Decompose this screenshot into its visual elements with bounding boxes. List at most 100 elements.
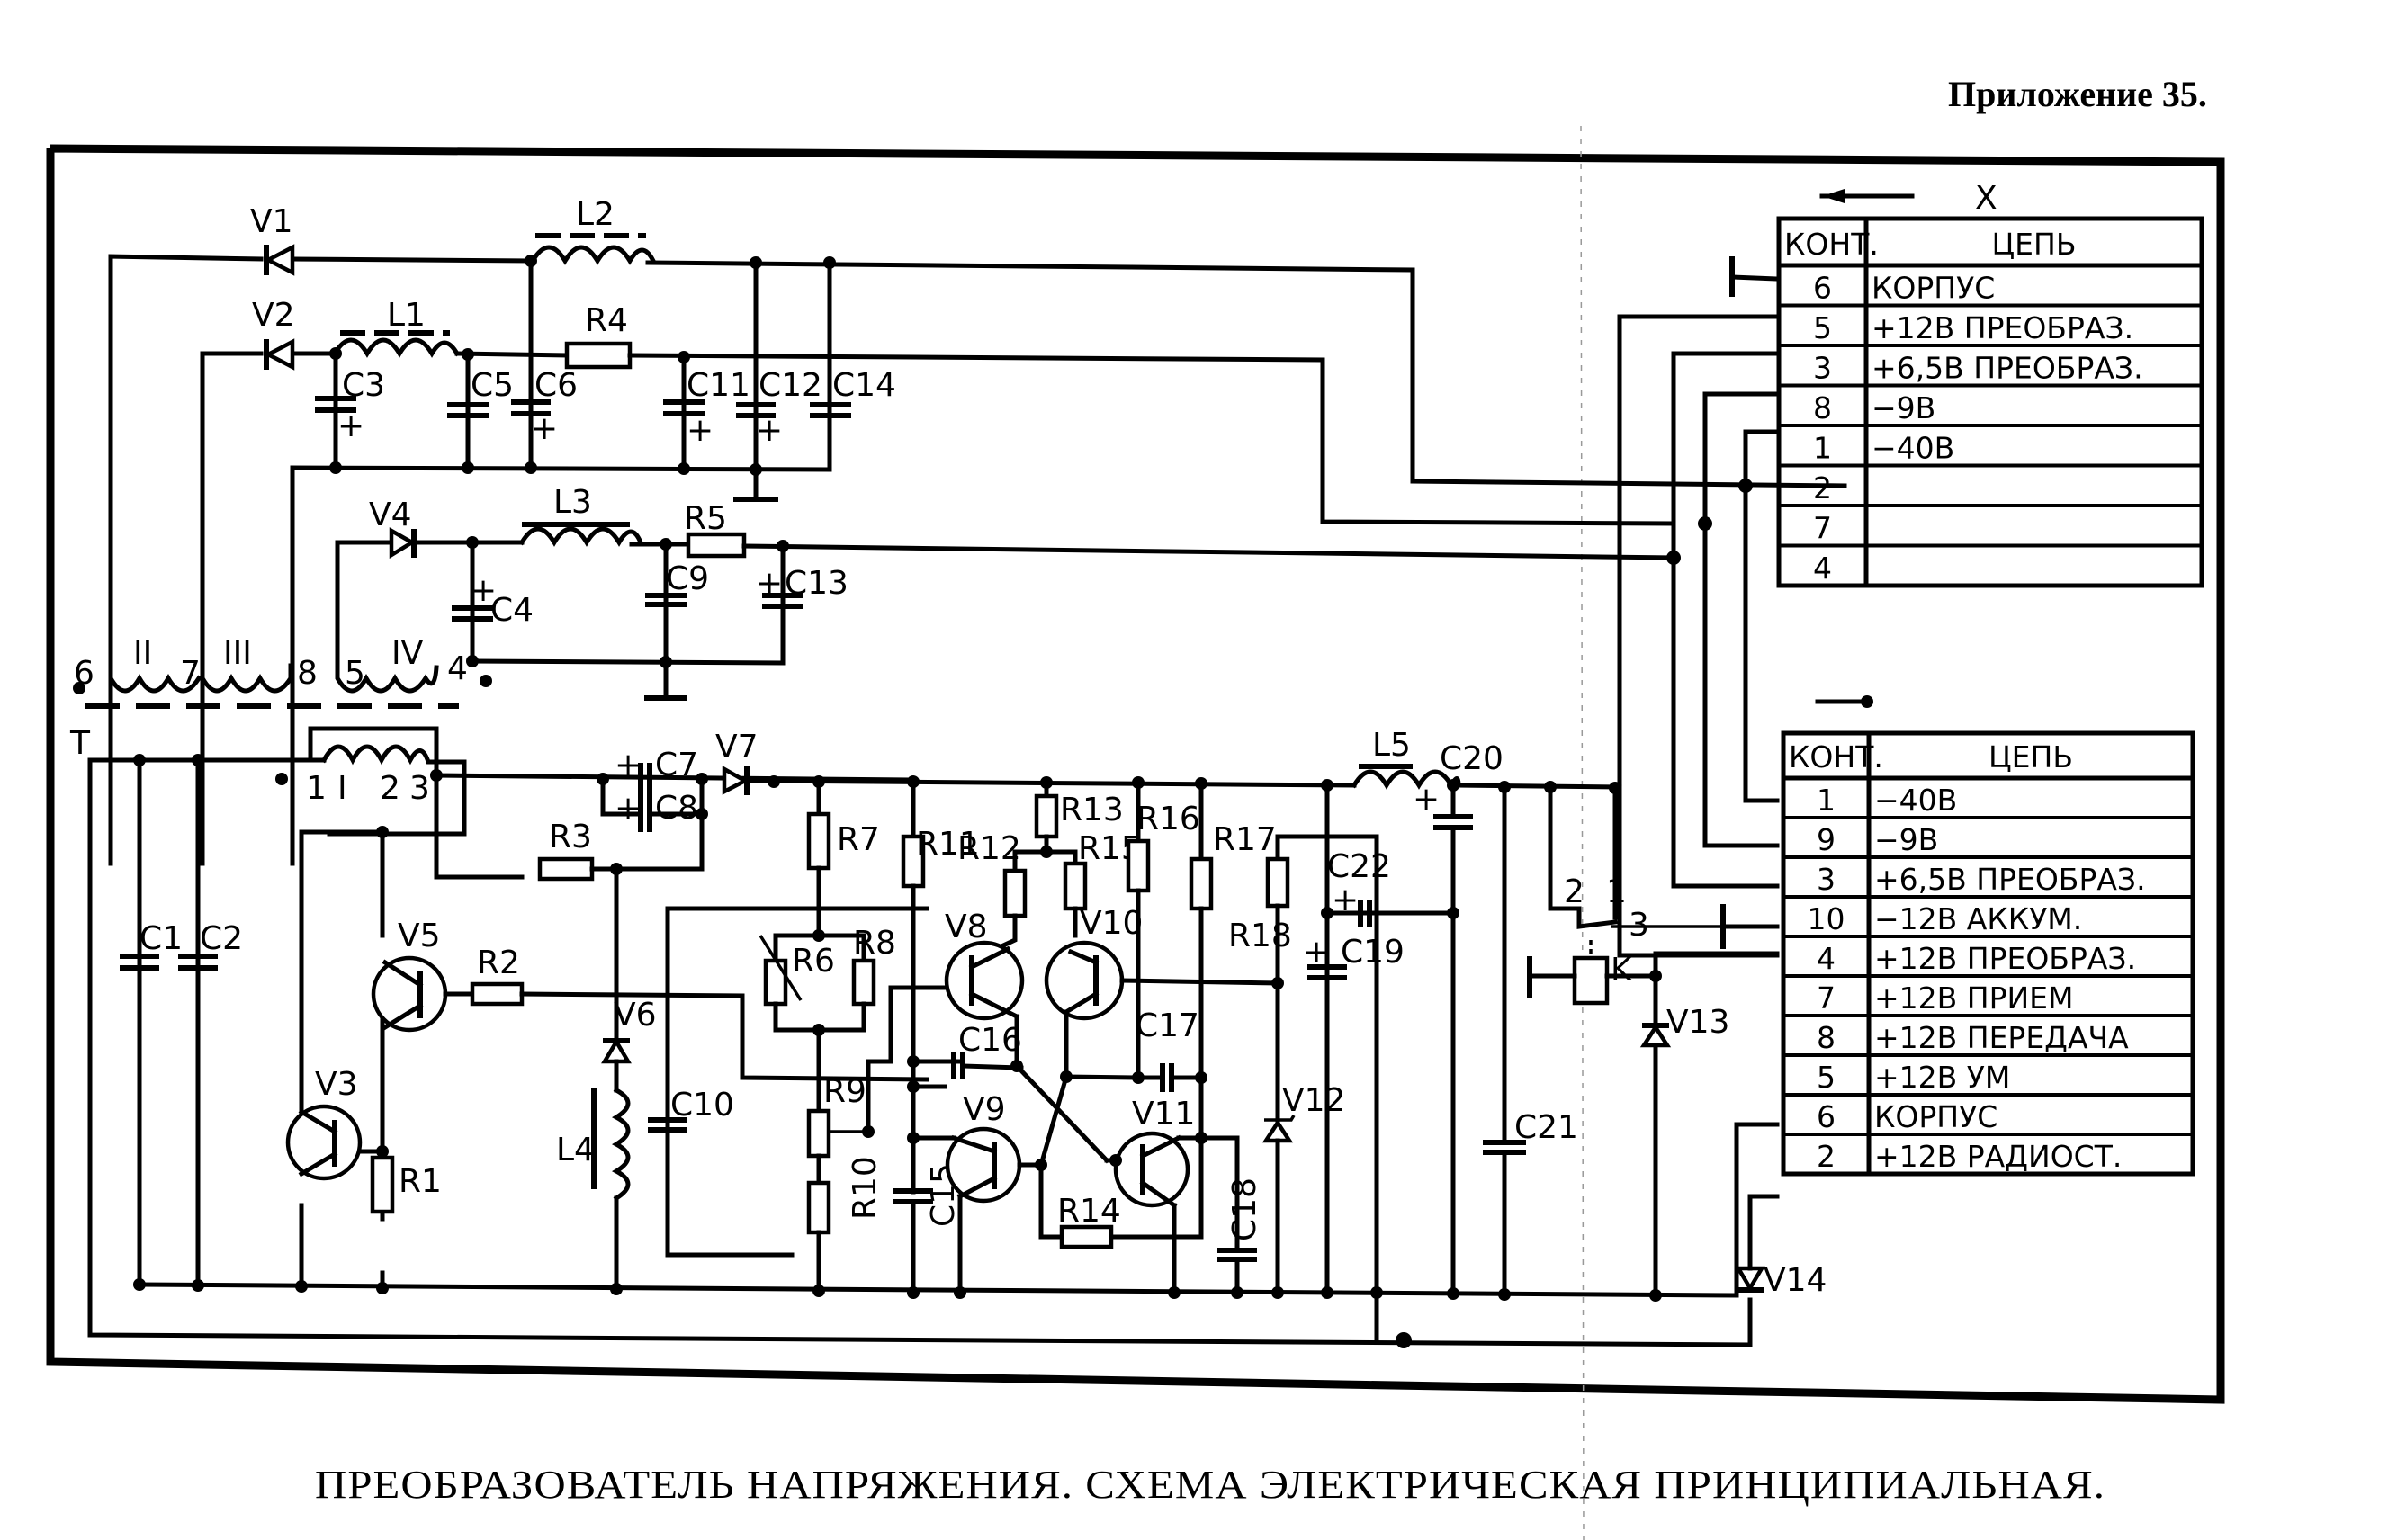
cell-circuit: +12В ПЕРЕДАЧА	[1874, 1020, 2129, 1055]
table-row: 7	[1779, 504, 2202, 546]
label-l5: L5	[1372, 727, 1411, 764]
diode-v14: V14	[1735, 1262, 1827, 1299]
label-r6: R6	[792, 943, 835, 980]
diode-v6: V6	[601, 997, 657, 1064]
cell-contact: 2	[1813, 470, 1832, 506]
transistor-v10: V10	[1044, 905, 1143, 1021]
winding-dot	[480, 675, 492, 687]
label-c10: C10	[670, 1087, 734, 1124]
label-c11: C11	[687, 367, 750, 404]
relay-contact-2: 2	[1564, 873, 1585, 910]
header-circuit: ЦЕПЬ	[1992, 227, 2077, 262]
cell-circuit: КОРПУС	[1874, 1099, 1997, 1134]
resistor-r16: R16	[1126, 801, 1200, 893]
label-v4: V4	[369, 497, 412, 533]
label-r16: R16	[1136, 801, 1200, 837]
resistor-r5: R5	[684, 500, 747, 559]
cell-circuit: −12В АККУМ.	[1874, 901, 2082, 936]
cell-circuit: +6,5В ПРЕОБРАЗ.	[1872, 351, 2143, 386]
connector-x-label: X	[1975, 180, 1997, 217]
label-r1: R1	[399, 1163, 442, 1200]
label-c8: C8	[655, 790, 698, 827]
label-r7: R7	[837, 821, 880, 858]
label-r17: R17	[1213, 821, 1277, 858]
polarity-plus: +	[470, 572, 497, 609]
schematic-frame	[46, 144, 2225, 1404]
label-c4: C4	[490, 592, 534, 629]
label-r11: R11	[916, 826, 980, 863]
label-r8: R8	[853, 925, 896, 962]
cell-contact: 6	[1813, 271, 1832, 306]
label-l2: L2	[576, 196, 615, 233]
label-l4: L4	[556, 1132, 595, 1168]
label-c16: C16	[958, 1022, 1022, 1059]
label-v9: V9	[963, 1091, 1006, 1128]
pin-7: 7	[180, 655, 201, 692]
table-row: 3+6,5В ПРЕОБРАЗ.	[1783, 855, 2193, 897]
cell-contact: 7	[1817, 980, 1836, 1016]
relay-coil-k: K	[1572, 952, 1633, 1006]
label-c5: C5	[471, 367, 514, 404]
capacitor-c21: C21	[1483, 1109, 1578, 1155]
diode-v2: V2	[252, 297, 295, 371]
pin-5: 5	[345, 655, 365, 692]
capacitor-c14: C14	[810, 367, 896, 418]
polarity-plus: +	[615, 747, 642, 783]
table-row: 10 −12В АККУМ.	[1783, 895, 2193, 936]
inductor-l2: L2	[529, 196, 657, 265]
label-v3: V3	[315, 1066, 358, 1103]
capacitor-c1: C1	[120, 920, 183, 971]
resistor-r14: R14	[1057, 1193, 1121, 1249]
resistor-r1: R1	[370, 1155, 442, 1214]
cell-contact: 7	[1813, 511, 1832, 546]
polarity-plus: +	[756, 412, 783, 449]
transformer-secondary: 6 II 7 III 8 5 IV 4 T	[69, 635, 492, 762]
header-circuit: ЦЕПЬ	[1989, 739, 2073, 774]
label-v2: V2	[252, 297, 295, 334]
label-v7: V7	[715, 729, 759, 766]
polarity-plus: +	[615, 790, 642, 827]
label-c21: C21	[1514, 1109, 1578, 1146]
cell-circuit: +12В РАДИОСТ.	[1874, 1139, 2122, 1174]
winding-iii: III	[223, 635, 252, 672]
connector-wiring: X	[1617, 180, 1997, 958]
label-v8: V8	[945, 909, 988, 945]
resistor-r18: R18	[1228, 856, 1292, 954]
rectifier-section: V1 L2 V2 L1 R4	[108, 196, 1847, 866]
label-r2: R2	[477, 945, 520, 981]
cell-contact: 2	[1817, 1139, 1836, 1174]
potentiometer-r9: R9	[806, 1073, 868, 1159]
resistor-r17: R17	[1189, 821, 1277, 911]
schematic-caption: ПРЕОБРАЗОВАТЕЛЬ НАПРЯЖЕНИЯ. СХЕМА ЭЛЕКТР…	[315, 1463, 2105, 1507]
label-c13: C13	[785, 565, 848, 602]
table-row: 2	[1779, 463, 2202, 506]
pin-2: 2	[380, 770, 400, 807]
transistor-v11: V11	[1113, 1096, 1195, 1209]
winding-i: I	[337, 770, 347, 807]
label-r14: R14	[1057, 1193, 1121, 1230]
inductor-l4: L4	[556, 1087, 631, 1202]
capacitor-c2: C2	[178, 920, 243, 971]
table-row: 4	[1779, 543, 2202, 586]
cell-contact: 10	[1808, 901, 1845, 936]
capacitor-c11: C11 +	[663, 367, 750, 449]
capacitor-c5: C5	[447, 367, 514, 418]
label-v11: V11	[1132, 1096, 1195, 1133]
output-section: L5 C20 + C22 + C19 + C21 2 1 3	[1303, 727, 1780, 1343]
capacitor-c20: +	[1413, 781, 1473, 830]
label-t: T	[69, 725, 91, 762]
label-r13: R13	[1060, 792, 1124, 828]
table-row: 5+12В УМ	[1783, 1053, 2193, 1095]
table-border	[1776, 216, 2204, 588]
label-c14: C14	[832, 367, 896, 404]
polarity-plus: +	[1332, 882, 1359, 918]
table-row: 3+6,5В ПРЕОБРАЗ.	[1779, 344, 2202, 386]
cell-contact: 1	[1817, 783, 1836, 818]
label-v12: V12	[1282, 1082, 1345, 1119]
winding-dot	[73, 682, 85, 694]
table-row: 9−9В	[1783, 816, 2193, 857]
capacitor-c4: C4 +	[452, 572, 534, 629]
pin-8: 8	[297, 655, 318, 692]
